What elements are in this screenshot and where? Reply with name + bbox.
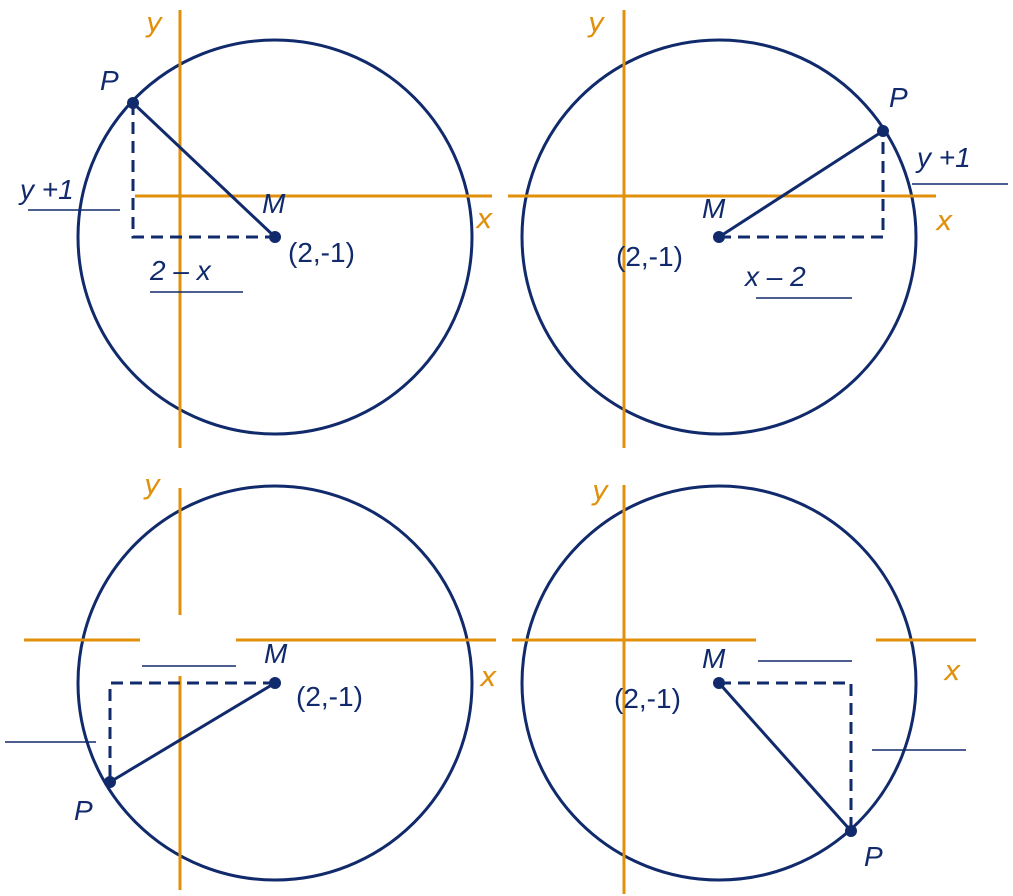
panel-2-point-p-label: P [889, 82, 908, 113]
panel-2-circle [520, 38, 918, 436]
panel-1-circle [76, 38, 474, 436]
panel-3-point-m [269, 677, 281, 689]
panel-3: y x P M (2,-1) [5, 468, 497, 890]
panel-4-right-triangle-legs [719, 681, 853, 831]
panel-2-point-p [877, 125, 889, 137]
panel-4-y-axis-label: y [591, 474, 609, 507]
panel-1-y-axis-label: y [145, 6, 163, 39]
panel-4-point-p [845, 825, 857, 837]
panel-4-x-axis-label: x [943, 654, 961, 687]
panel-2-point-m-label: M [702, 193, 726, 224]
panel-2-right-triangle-legs [719, 131, 885, 239]
panel-1-right-triangle-legs [131, 103, 275, 239]
panel-3-point-p-label: P [74, 795, 93, 826]
panel-4-point-m-label: M [702, 643, 726, 674]
panel-3-right-triangle-legs [108, 681, 275, 782]
panel-1-radius-segment [131, 101, 277, 239]
panel-2-horizontal-leg-label: x – 2 [743, 261, 806, 292]
panel-3-circle [76, 484, 474, 882]
panel-1-point-m-label: M [262, 188, 286, 219]
panel-1-point-p [127, 97, 139, 109]
panel-3-point-p [104, 776, 116, 788]
panel-4-radius-segment [717, 682, 853, 832]
panel-3-x-axis-label: x [479, 660, 497, 693]
panel-4-center-coordinate: (2,-1) [614, 683, 681, 714]
panel-1: y x P M (2,-1) y +1 2 – x [18, 6, 493, 448]
panel-4-circle [520, 484, 918, 882]
panel-3-y-axis-label: y [143, 468, 161, 501]
panel-2-y-axis-label: y [587, 6, 605, 39]
panel-2-radius-segment [718, 129, 884, 239]
panel-1-x-axis-label: x [475, 202, 493, 235]
panel-4-point-p-label: P [864, 841, 883, 872]
panel-3-radius-segment [109, 681, 276, 784]
panel-4-point-m [713, 677, 725, 689]
panel-3-center-coordinate: (2,-1) [296, 681, 363, 712]
panel-1-vertical-leg-label: y +1 [18, 174, 74, 205]
panel-1-horizontal-leg-label: 2 – x [149, 255, 212, 286]
panel-1-center-coordinate: (2,-1) [288, 237, 355, 268]
panel-2-x-axis-label: x [935, 204, 953, 237]
panel-2: y x P M (2,-1) y +1 x – 2 [508, 6, 1008, 448]
panel-2-vertical-leg-label: y +1 [915, 142, 971, 173]
panel-1-point-m [269, 231, 281, 243]
panel-1-point-p-label: P [100, 65, 119, 96]
panel-3-point-m-label: M [264, 638, 288, 669]
panel-2-point-m [713, 231, 725, 243]
panel-4: y x P M (2,-1) [512, 474, 976, 894]
panel-2-center-coordinate: (2,-1) [616, 241, 683, 272]
